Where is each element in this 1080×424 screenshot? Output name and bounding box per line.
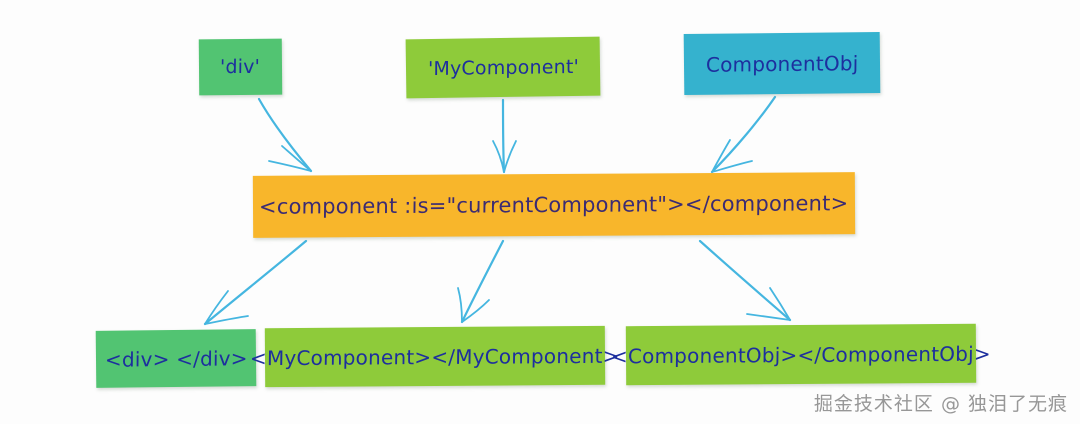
output-box-div-label: <div> </div> xyxy=(104,345,248,372)
output-box-mycomponent-label: <MyComponent></MyComponent> xyxy=(250,343,620,370)
input-box-div-literal-label: 'div' xyxy=(220,55,261,79)
input-box-mycomponent-literal-label: 'MyComponent' xyxy=(427,55,579,80)
output-box-div[interactable]: <div> </div> xyxy=(95,329,257,388)
center-box-component-tag[interactable]: <component :is="currentComponent"></comp… xyxy=(252,172,856,238)
input-box-componentobj-literal-label: ComponentObj xyxy=(705,50,859,77)
output-box-mycomponent[interactable]: <MyComponent></MyComponent> xyxy=(250,325,620,388)
input-box-mycomponent-literal[interactable]: 'MyComponent' xyxy=(405,36,601,99)
input-box-componentobj-literal[interactable]: ComponentObj xyxy=(683,31,881,96)
center-box-component-tag-label: <component :is="currentComponent"></comp… xyxy=(259,191,849,219)
arrow-div-to-component xyxy=(257,97,313,173)
watermark: 掘金技术社区 @ 独泪了无痕 xyxy=(813,393,1068,415)
arrow-componentobj-to-component xyxy=(710,95,777,174)
output-box-componentobj-label: <ComponentObj></ComponentObj> xyxy=(610,341,992,368)
output-box-componentobj[interactable]: <ComponentObj></ComponentObj> xyxy=(611,323,991,386)
arrow-component-to-componentobj-output xyxy=(698,239,792,322)
arrow-mycomponent-to-component xyxy=(492,98,517,174)
input-box-div-literal[interactable]: 'div' xyxy=(198,38,283,96)
arrow-component-to-mycomponent-output xyxy=(457,239,505,324)
arrow-component-to-div-output xyxy=(203,239,308,326)
